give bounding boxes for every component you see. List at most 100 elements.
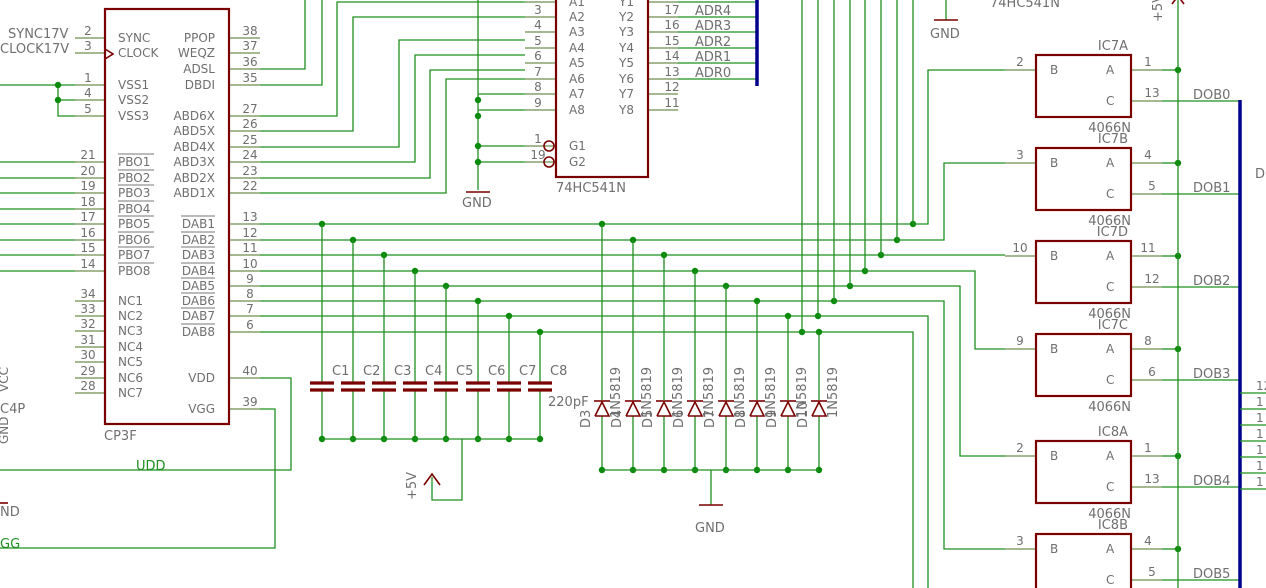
pin-label: Y2	[618, 10, 634, 24]
gnd-label: GND	[695, 521, 725, 536]
pin-number: 25	[242, 133, 257, 147]
gnd-label: GND	[462, 196, 492, 211]
pin-label: Y1	[618, 0, 634, 9]
pin-number: 1	[1256, 459, 1264, 473]
pin-label: PBO2	[118, 171, 150, 185]
pin-number: 8	[1144, 334, 1152, 348]
switch-body	[1034, 146, 1133, 212]
diode-ref: D9	[765, 410, 780, 428]
pin-label: WEQZ	[178, 46, 215, 60]
pin-label: NC5	[118, 355, 143, 369]
pin-number: 34	[80, 287, 95, 301]
wire	[0, 408, 276, 549]
net-dob: DOB1	[1193, 181, 1230, 196]
junction-dot	[474, 142, 482, 150]
pin-label: Y4	[618, 41, 634, 55]
pin-label: VSS2	[118, 93, 149, 107]
pin-number: 2	[84, 24, 92, 38]
net-d: D	[1255, 167, 1265, 182]
diode-body	[749, 400, 766, 417]
pin-number: 16	[80, 226, 95, 240]
pin-number: 4	[1144, 534, 1152, 548]
switch-ref: IC8B	[1098, 518, 1128, 533]
junction-dot	[474, 112, 482, 120]
pin-number: 2	[1016, 441, 1024, 455]
pin-number: 13	[242, 210, 257, 224]
pin-number: 35	[242, 71, 257, 85]
vcc-label: +5V	[1151, 0, 1166, 22]
pin-label: VSS3	[118, 109, 149, 123]
switch-ref: IC7A	[1098, 39, 1128, 54]
switch-part: 4066N	[1088, 400, 1131, 415]
diode-body	[656, 400, 673, 417]
pin-label: DAB2	[182, 233, 215, 247]
diode-body	[625, 400, 642, 417]
pin-number: 11	[1140, 241, 1155, 255]
net-gg: GG	[0, 537, 20, 552]
vcc-arrow	[423, 472, 441, 486]
pin-label: VDD	[188, 371, 215, 385]
junction-dot	[54, 96, 62, 104]
buffer-name: 74HC541N	[556, 181, 626, 196]
diode-part: 1N5819	[795, 367, 810, 418]
diode-part: 1N5819	[764, 367, 779, 418]
net-udd: UDD	[136, 459, 166, 474]
pin-number: 12	[664, 80, 679, 94]
pin-number: 38	[242, 24, 257, 38]
wire	[865, 270, 1005, 350]
pin-label: PBO3	[118, 186, 150, 200]
buffer-body	[554, 0, 650, 179]
wire	[260, 1, 525, 117]
pin-number: 6	[1148, 365, 1156, 379]
pin-number: 6	[246, 318, 254, 332]
pin-number: 6	[534, 49, 542, 63]
pin-label: DAB1	[182, 217, 215, 231]
pin-label: DAB7	[182, 309, 215, 323]
diode-ref: D4	[610, 410, 625, 428]
junction-dot	[474, 158, 482, 166]
diode-part: 1N5819	[671, 367, 686, 418]
pin-label: B	[1050, 449, 1058, 463]
switch-part: 4066N	[1088, 507, 1131, 522]
pin-number: 5	[1148, 565, 1156, 579]
capacitor-ref: C7	[519, 364, 536, 379]
pin-number: 1	[1256, 475, 1264, 489]
pin-label: A	[1106, 249, 1115, 263]
pin-label: A	[1106, 542, 1115, 556]
pin-number: 20	[80, 164, 95, 178]
pin-number: 15	[664, 34, 679, 48]
pin-number: 7	[246, 302, 254, 316]
pin-number: 15	[80, 241, 95, 255]
wire	[260, 78, 525, 194]
pin-number: 12	[242, 226, 257, 240]
pin-label: NC1	[118, 294, 143, 308]
pin-label: PBO4	[118, 202, 150, 216]
pin-number: 3	[534, 3, 542, 17]
pin-number: 3	[84, 39, 92, 53]
pin-number: 27	[242, 102, 257, 116]
wire	[260, 0, 306, 70]
switch-part: 4066N	[1088, 214, 1131, 229]
capacitor-ref: C2	[363, 364, 380, 379]
pin-label: G1	[569, 139, 586, 153]
diode-part: 1N5819	[640, 367, 655, 418]
pin-number: 9	[246, 272, 254, 286]
switch-ref: IC7B	[1098, 132, 1128, 147]
pin-label: A	[1106, 342, 1115, 356]
switch-body	[1034, 53, 1133, 119]
pin-number: 18	[80, 195, 95, 209]
pin-number: 33	[80, 302, 95, 316]
capacitor-ref: C1	[332, 364, 349, 379]
wire	[897, 162, 1005, 241]
diode-body	[687, 400, 704, 417]
pin-number: 39	[242, 395, 257, 409]
parts	[0, 0, 1185, 588]
pin-number: 14	[664, 49, 679, 63]
pin-label: Y5	[618, 56, 634, 70]
diode-ref: D6	[672, 410, 687, 428]
pin-number: 2	[1016, 55, 1024, 69]
pin-number: 29	[80, 364, 95, 378]
